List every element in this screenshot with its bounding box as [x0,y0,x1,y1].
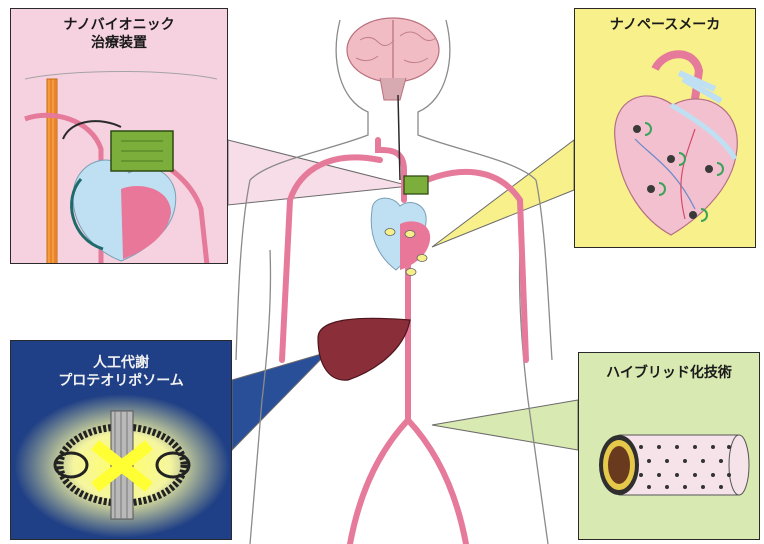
tube-icon [599,435,749,495]
tube-illustration [579,353,760,540]
heart-icon [615,96,738,235]
panel-nanobionic-device: ナノバイオニック 治療装置 [10,8,228,264]
callout-metabolism [232,352,328,450]
brain-icon [347,18,439,100]
nanobionic-illustration [11,9,228,264]
device-icon [404,176,428,194]
wire [398,95,400,180]
callout-pacemaker [432,140,574,247]
liver-icon [318,318,410,380]
liposome-illustration [11,341,232,540]
panel-nano-pacemaker: ナノペースメーカ [574,8,756,248]
panel-artificial-metabolism: 人工代謝 プロテオリポソーム [10,340,232,540]
panel-hybrid-technology: ハイブリッド化技術 [578,352,760,540]
callout-hybrid [432,400,578,450]
heart-icon [371,198,430,275]
pacemaker-illustration [575,9,756,248]
